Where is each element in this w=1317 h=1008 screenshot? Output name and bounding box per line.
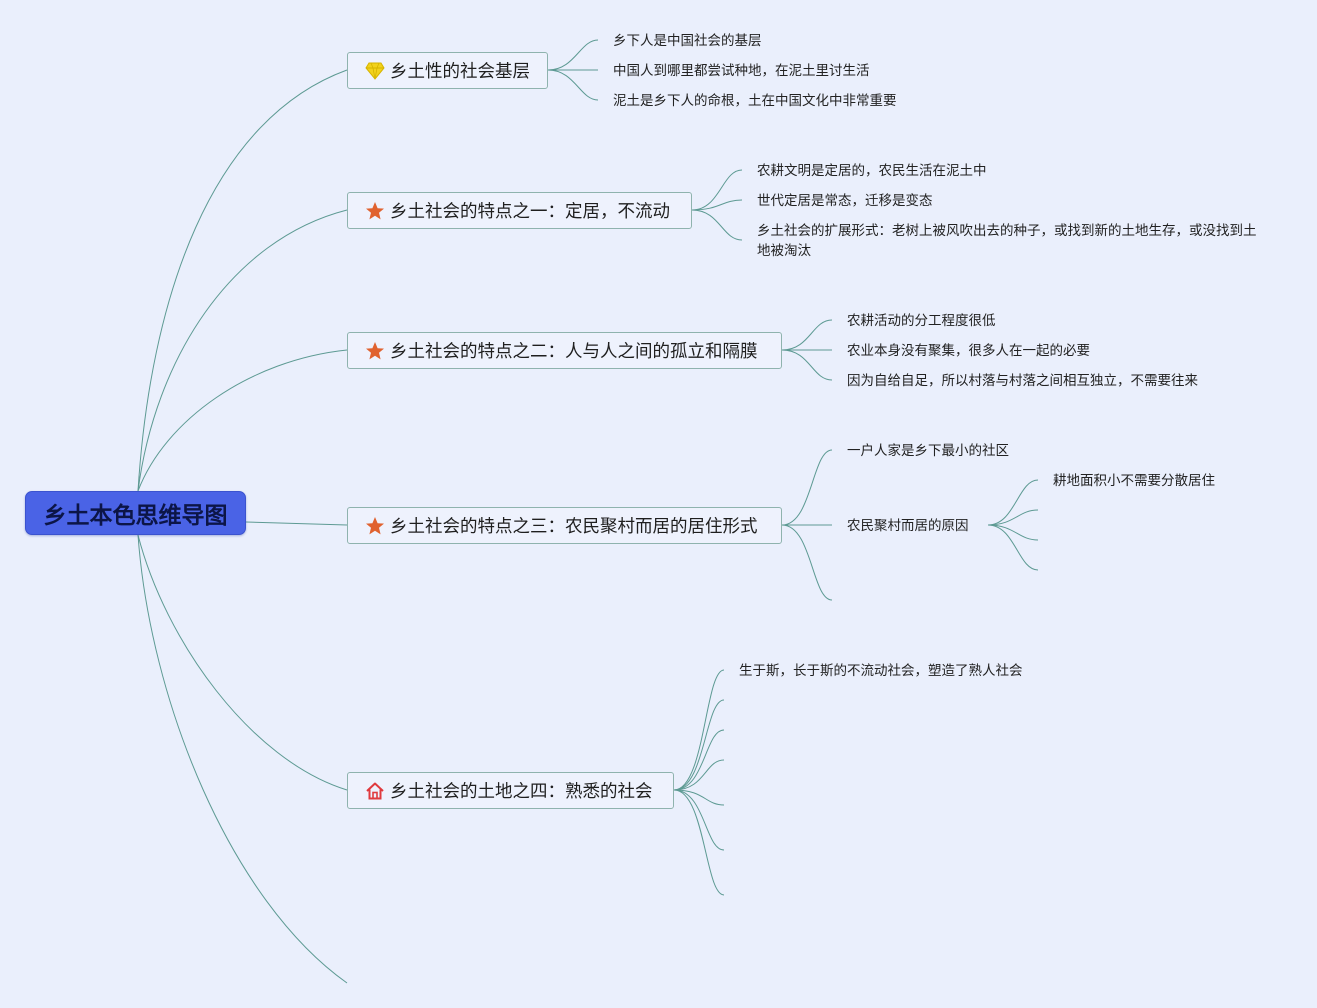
subtopic[interactable]: 农业本身没有聚集，很多人在一起的必要 xyxy=(847,343,1090,359)
root-link-2 xyxy=(137,209,348,492)
branch-topic-label: 乡土社会的特点之二：人与人之间的孤立和隔膜 xyxy=(390,342,758,362)
root-topic[interactable]: 乡土本色思维导图 xyxy=(25,491,246,535)
subtopic[interactable]: 乡下人是中国社会的基层 xyxy=(613,33,762,49)
root-link-5 xyxy=(137,534,348,791)
branch-topic-5[interactable]: 乡土社会的土地之四：熟悉的社会 xyxy=(347,772,674,809)
subtopic[interactable]: 乡土社会的扩展形式：老树上被风吹出去的种子，或找到新的土地生存，或没找到土地被淘… xyxy=(757,223,1257,259)
root-link-4 xyxy=(245,521,348,526)
subtopic[interactable]: 世代定居是常态，迁移是变态 xyxy=(757,193,933,209)
subtopic[interactable]: 中国人到哪里都尝试种地，在泥土里讨生活 xyxy=(613,63,870,79)
subtopic[interactable]: 农耕活动的分工程度很低 xyxy=(847,313,996,329)
home-icon xyxy=(364,780,386,802)
branch-topic-label: 乡土社会的土地之四：熟悉的社会 xyxy=(390,782,653,802)
root-topic-label: 乡土本色思维导图 xyxy=(43,503,228,529)
branch-topic-4[interactable]: 乡土社会的特点之三：农民聚村而居的居住形式 xyxy=(347,507,782,544)
root-link-6 xyxy=(137,534,348,984)
subtopic[interactable]: 因为自给自足，所以村落与村落之间相互独立，不需要往来 xyxy=(847,373,1198,389)
branch-topic-1[interactable]: 乡土性的社会基层 xyxy=(347,52,548,89)
star-icon xyxy=(364,340,386,362)
root-link-1 xyxy=(137,69,348,492)
root-link-3 xyxy=(137,349,348,492)
subtopic[interactable]: 农耕文明是定居的，农民生活在泥土中 xyxy=(757,163,987,179)
branch-topic-2[interactable]: 乡土社会的特点之一：定居，不流动 xyxy=(347,192,692,229)
branch-topic-label: 乡土社会的特点之三：农民聚村而居的居住形式 xyxy=(390,517,758,537)
subtopic[interactable]: 生于斯，长于斯的不流动社会，塑造了熟人社会 xyxy=(739,663,1023,679)
subtopic[interactable]: 耕地面积小不需要分散居住 xyxy=(1053,473,1215,489)
branch-topic-label: 乡土社会的特点之一：定居，不流动 xyxy=(390,202,670,222)
star-icon xyxy=(364,515,386,537)
branch-topic-label: 乡土性的社会基层 xyxy=(390,62,530,82)
subtopic[interactable]: 泥土是乡下人的命根，土在中国文化中非常重要 xyxy=(613,93,897,109)
branch-topic-3[interactable]: 乡土社会的特点之二：人与人之间的孤立和隔膜 xyxy=(347,332,782,369)
subtopic[interactable]: 一户人家是乡下最小的社区 xyxy=(847,443,1009,459)
star-icon xyxy=(364,200,386,222)
subtopic[interactable]: 农民聚村而居的原因 xyxy=(847,518,969,534)
diamond-icon xyxy=(364,60,386,82)
